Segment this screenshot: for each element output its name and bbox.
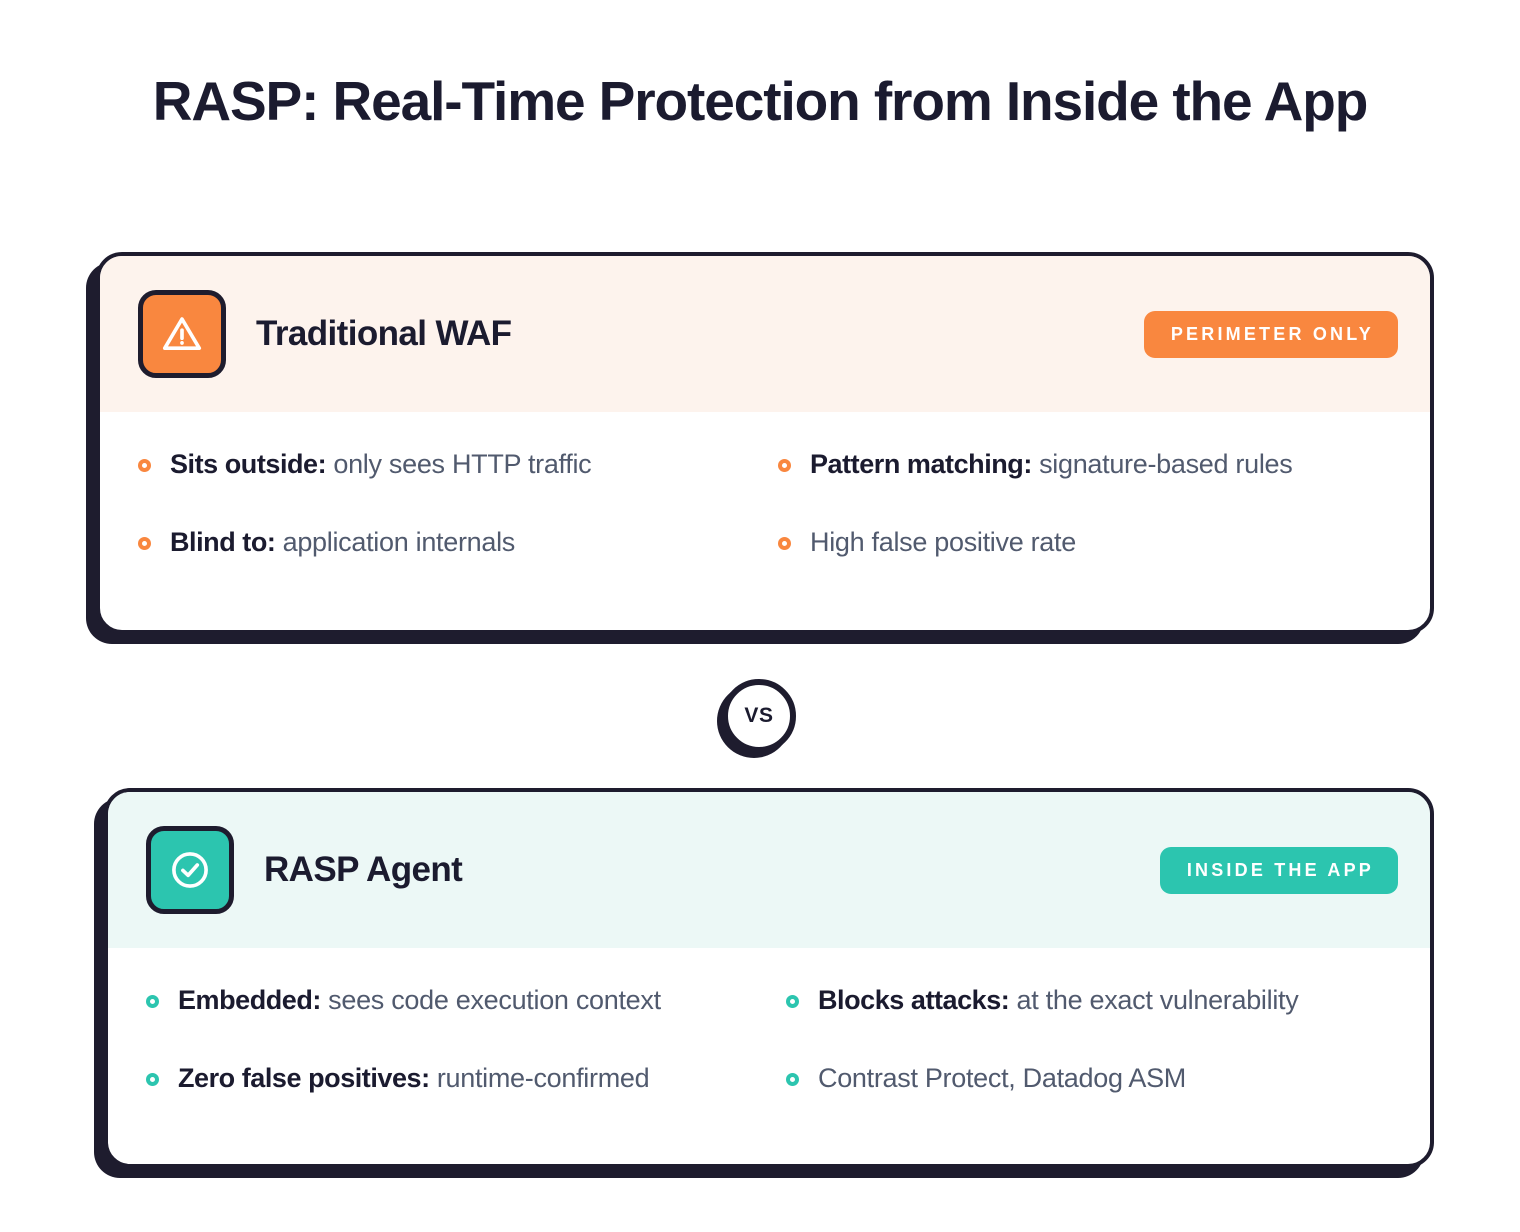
bullet-label: Sits outside: (170, 449, 327, 479)
bullet-detail: only sees HTTP traffic (326, 449, 592, 479)
bullet-text: Embedded: sees code execution context (178, 984, 661, 1018)
page-title: RASP: Real-Time Protection from Inside t… (152, 70, 1369, 132)
bullet-dot-icon (778, 459, 791, 472)
bullet-detail: High false positive rate (810, 526, 1076, 557)
bullet-grid-rasp-agent: Embedded: sees code execution context Bl… (146, 984, 1400, 1096)
list-item: Zero false positives: runtime-confirmed (146, 1062, 786, 1096)
versus-badge: VS (722, 679, 796, 753)
bullet-label: Blocks attacks: (818, 985, 1010, 1015)
bullet-text: Pattern matching: signature-based rules (810, 448, 1293, 482)
bullet-dot-icon (786, 995, 799, 1008)
bullet-dot-icon (138, 459, 151, 472)
bullet-label: Zero false positives: (178, 1062, 430, 1093)
card-header-rasp-agent: RASP Agent INSIDE THE APP (108, 792, 1430, 948)
bullet-label: Blind to: (170, 526, 276, 557)
bullet-detail: application internals (275, 526, 516, 557)
card-body-rasp-agent: Embedded: sees code execution context Bl… (108, 948, 1430, 1126)
bullet-detail: Contrast Protect, Datadog ASM (818, 1062, 1186, 1093)
bullet-dot-icon (138, 536, 151, 550)
card-header-traditional-waf: Traditional WAF PERIMETER ONLY (100, 256, 1430, 412)
bullet-dot-icon (778, 536, 791, 550)
status-badge-perimeter-only: PERIMETER ONLY (1143, 310, 1398, 358)
list-item: Sits outside: only sees HTTP traffic (138, 448, 778, 482)
bullet-detail: runtime-confirmed (429, 1062, 650, 1093)
list-item: Contrast Protect, Datadog ASM (786, 1062, 1400, 1096)
bullet-detail: signature-based rules (1031, 449, 1293, 479)
bullet-text: Sits outside: only sees HTTP traffic (170, 448, 592, 482)
bullet-text: High false positive rate (810, 526, 1076, 560)
status-badge-inside-the-app: INSIDE THE APP (1159, 846, 1398, 894)
bullet-text: Blocks attacks: at the exact vulnerabili… (818, 984, 1299, 1018)
card-body-traditional-waf: Sits outside: only sees HTTP traffic Pat… (100, 412, 1430, 590)
list-item: Embedded: sees code execution context (146, 984, 786, 1018)
bullet-text: Blind to: application internals (170, 526, 515, 560)
warning-triangle-icon (138, 290, 226, 378)
bullet-label: Embedded: (178, 985, 321, 1015)
card-rasp-agent: RASP Agent INSIDE THE APP Embedded: sees… (104, 788, 1434, 1168)
card-traditional-waf: Traditional WAF PERIMETER ONLY Sits outs… (96, 252, 1434, 634)
list-item: Blocks attacks: at the exact vulnerabili… (786, 984, 1400, 1018)
bullet-dot-icon (786, 1072, 799, 1086)
bullet-detail: at the exact vulnerability (1009, 985, 1299, 1015)
bullet-dot-icon (146, 995, 159, 1008)
versus-divider: VS (722, 679, 796, 753)
check-circle-icon (146, 826, 234, 914)
bullet-text: Zero false positives: runtime-confirmed (178, 1062, 650, 1096)
bullet-text: Contrast Protect, Datadog ASM (818, 1062, 1186, 1096)
list-item: Pattern matching: signature-based rules (778, 448, 1400, 482)
bullet-grid-traditional-waf: Sits outside: only sees HTTP traffic Pat… (138, 448, 1400, 560)
list-item: High false positive rate (778, 526, 1400, 560)
card-title-rasp-agent: RASP Agent (264, 850, 463, 889)
card-title-traditional-waf: Traditional WAF (256, 314, 512, 353)
bullet-detail: sees code execution context (320, 985, 661, 1015)
bullet-label: Pattern matching: (810, 449, 1032, 479)
list-item: Blind to: application internals (138, 526, 778, 560)
bullet-dot-icon (146, 1072, 159, 1086)
